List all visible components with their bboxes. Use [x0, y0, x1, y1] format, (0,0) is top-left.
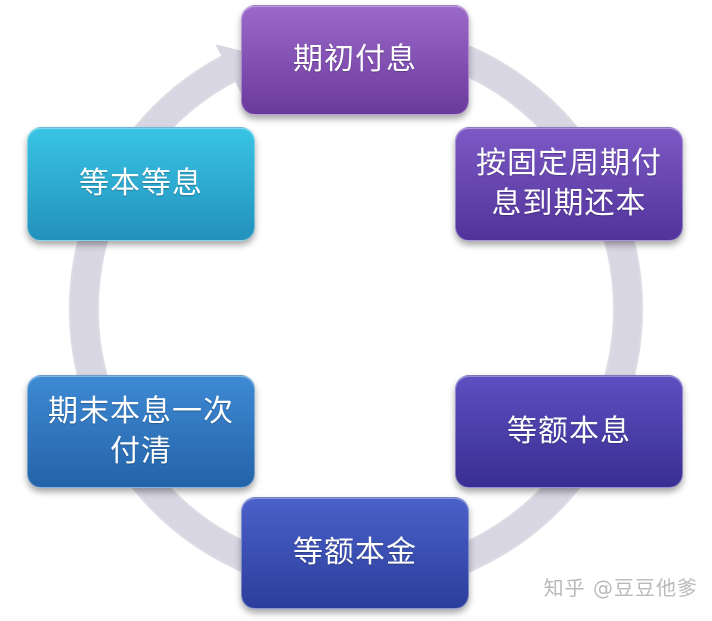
node-interest-first[interactable]: 期初付息 — [241, 5, 469, 115]
node-label: 等额本金 — [293, 535, 417, 570]
node-equal-installment[interactable]: 等额本息 — [455, 375, 683, 488]
watermark-text: 知乎 @豆豆他爹 — [543, 576, 698, 600]
node-equal-principal-equal-interest[interactable]: 等本等息 — [27, 127, 255, 241]
node-lump-sum-at-maturity[interactable]: 期末本息一次 付清 — [27, 375, 255, 488]
node-label: 期初付息 — [293, 42, 417, 77]
node-label: 期末本息一次 付清 — [48, 393, 234, 469]
node-equal-principal[interactable]: 等额本金 — [241, 497, 469, 609]
node-label: 等额本息 — [507, 413, 631, 449]
node-label: 等本等息 — [79, 166, 203, 201]
node-periodic-interest-principal-at-maturity[interactable]: 按固定周期付 息到期还本 — [455, 127, 683, 241]
node-label: 按固定周期付 息到期还本 — [476, 146, 662, 221]
